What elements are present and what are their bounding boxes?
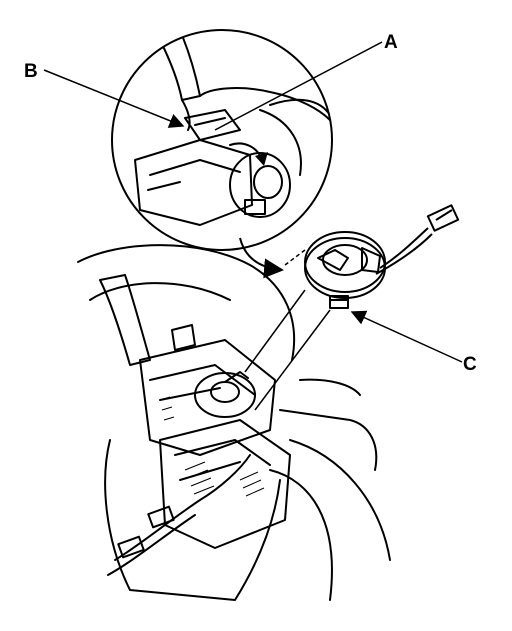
leader-line-b bbox=[43, 69, 185, 128]
callout-label-a: A bbox=[384, 32, 398, 53]
shading-hatching bbox=[159, 396, 265, 497]
leader-line-a bbox=[214, 41, 383, 131]
callout-label-c: C bbox=[463, 354, 477, 375]
cable-reel bbox=[304, 204, 460, 309]
alignment-lines bbox=[244, 249, 331, 411]
leader-line-c bbox=[350, 310, 463, 363]
steering-column-assembly bbox=[77, 244, 391, 601]
detail-pointer-arrow bbox=[239, 237, 284, 279]
callout-label-b: B bbox=[24, 61, 38, 82]
detail-view bbox=[111, 29, 333, 251]
